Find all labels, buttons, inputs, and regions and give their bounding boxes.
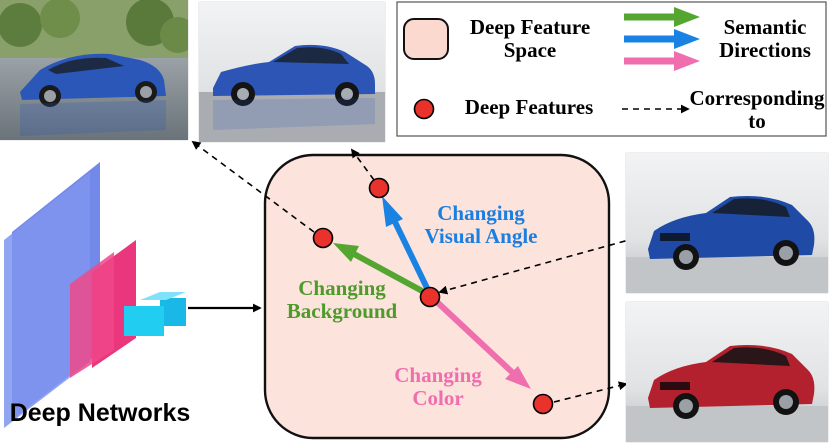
visual-angle-direction-head (382, 196, 403, 227)
car-photo-blue-studio (626, 153, 828, 293)
legend-frame (396, 1, 827, 137)
background-direction-head (333, 243, 359, 262)
car-photo-outdoor (0, 0, 188, 140)
car-photo-red-studio (626, 302, 828, 442)
deep-network-block (4, 162, 186, 428)
network-layer-cyan-back (160, 298, 186, 326)
legend-box (396, 1, 827, 137)
feature-dot-origin (419, 286, 441, 308)
deep-networks-label: Deep Networks (9, 399, 191, 427)
car-photo-side (199, 2, 385, 142)
deep-feature-dots (312, 177, 554, 415)
network-layer-cyan-top (140, 292, 186, 300)
legend-green-arrow-head (674, 7, 700, 27)
color-direction-line (434, 299, 516, 376)
color-label: Changing Color (394, 363, 482, 410)
background-to-photo-arrow (191, 140, 315, 233)
correspondence-arrows (191, 140, 637, 403)
visual-angle-label: Changing Visual Angle (424, 201, 538, 248)
background-label: Changing Background (286, 276, 398, 323)
feature-dot-background (312, 227, 334, 249)
feature-dot-visual-angle (368, 177, 390, 199)
semantic-direction-arrows (333, 196, 531, 389)
photo-top-left (0, 0, 188, 140)
feature-dot-color (532, 393, 554, 415)
photo-to-origin-arrow (438, 237, 637, 295)
photo-top-center (199, 2, 385, 142)
photo-right-bottom (626, 302, 828, 442)
legend-feature-space-swatch (403, 18, 449, 60)
photo-right-middle (626, 153, 828, 293)
background-direction-line (352, 251, 426, 295)
visual-angle-direction-line (392, 220, 430, 290)
legend-deep-features-label: Deep Features (464, 95, 594, 119)
legend-pink-arrow-head (674, 51, 700, 71)
legend-corresponding-label: Corresponding to (689, 86, 825, 133)
color-direction-head (505, 366, 531, 389)
network-layer-blue-front (4, 172, 90, 428)
legend-semantic-directions-label: Semantic Directions (719, 15, 811, 62)
color-to-photo-arrow (553, 381, 628, 403)
network-layer-cyan-front (124, 306, 164, 336)
legend-feature-dot (413, 98, 435, 120)
legend-feature-space-label: Deep Feature Space (469, 15, 591, 62)
network-layer-pink-front (70, 252, 114, 378)
legend-blue-arrow-head (674, 29, 700, 49)
